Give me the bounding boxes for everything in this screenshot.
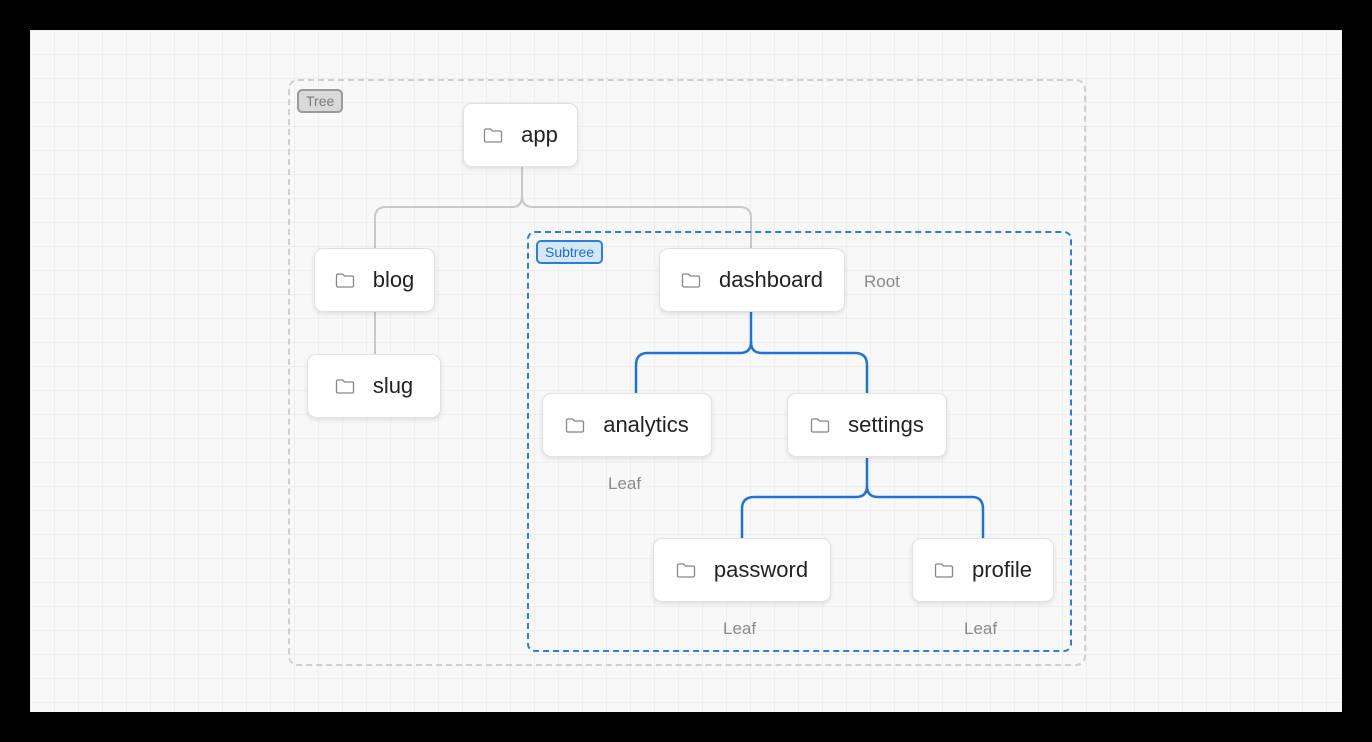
node-label: slug bbox=[372, 373, 414, 398]
node-blog[interactable]: blog bbox=[314, 248, 435, 312]
node-label: dashboard bbox=[719, 267, 823, 292]
folder-icon bbox=[676, 562, 696, 578]
tree-badge: Tree bbox=[297, 89, 344, 113]
node-label: blog bbox=[372, 267, 415, 292]
node-label: app bbox=[521, 122, 558, 147]
folder-icon bbox=[335, 272, 354, 288]
node-settings[interactable]: settings bbox=[787, 393, 947, 457]
node-profile[interactable]: profile bbox=[912, 538, 1054, 602]
node-label: password bbox=[713, 557, 809, 582]
node-dashboard[interactable]: dashboard bbox=[659, 248, 845, 312]
node-slug[interactable]: slug bbox=[307, 354, 441, 418]
folder-icon bbox=[483, 127, 503, 143]
root-label: Root bbox=[864, 272, 900, 291]
folder-icon bbox=[681, 272, 701, 288]
node-label: profile bbox=[972, 557, 1032, 582]
folder-icon bbox=[566, 417, 585, 433]
node-password[interactable]: password bbox=[653, 538, 831, 602]
node-label: settings bbox=[848, 412, 924, 437]
leaf-label-profile: Leaf bbox=[964, 619, 998, 638]
folder-icon bbox=[335, 378, 354, 394]
node-app[interactable]: app bbox=[463, 103, 578, 167]
edge-app-blog bbox=[374, 166, 523, 248]
leaf-label-password: Leaf bbox=[723, 619, 757, 638]
folder-icon bbox=[934, 562, 954, 578]
folder-icon bbox=[810, 417, 830, 433]
diagram-canvas bbox=[30, 30, 1342, 712]
tree-group bbox=[288, 79, 1086, 666]
edge-dashboard-settings bbox=[749, 341, 869, 393]
edge-app-dashboard bbox=[521, 195, 752, 248]
node-analytics[interactable]: analytics bbox=[542, 393, 712, 457]
edge-settings-profile bbox=[865, 485, 985, 538]
subtree-group bbox=[527, 231, 1072, 652]
subtree-badge: Subtree bbox=[536, 240, 604, 264]
node-label: analytics bbox=[603, 412, 689, 437]
leaf-label-analytics: Leaf bbox=[608, 474, 642, 493]
